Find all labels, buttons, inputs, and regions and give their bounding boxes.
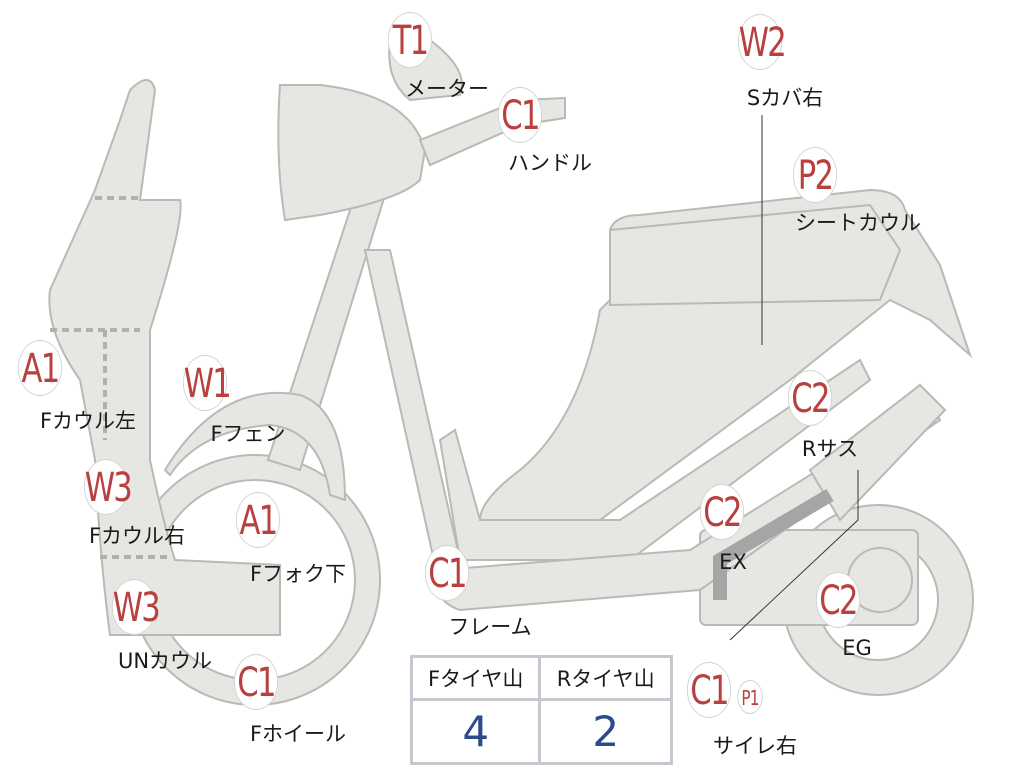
damage-badge: C1 xyxy=(424,545,470,601)
rear-tire-header: Rタイヤ山 xyxy=(538,655,673,701)
part-label: Fホイール xyxy=(249,722,347,746)
damage-badge: C2 xyxy=(815,572,861,628)
part-label: Fフェン xyxy=(210,422,286,446)
damage-badge: C1 xyxy=(497,87,543,143)
part-label: Fフォク下 xyxy=(249,562,347,586)
tire-tread-table: Fタイヤ山 Rタイヤ山 4 2 xyxy=(409,655,673,765)
damage-badge: T1 xyxy=(387,12,433,68)
damage-badge: A1 xyxy=(17,340,63,396)
exhaust xyxy=(713,488,834,600)
damage-badge: P2 xyxy=(792,147,838,203)
damage-badge: W2 xyxy=(737,14,787,70)
rear-shock xyxy=(808,383,947,522)
part-label: ハンドル xyxy=(508,151,592,175)
frame xyxy=(438,358,872,561)
rear-tire-value: 2 xyxy=(538,698,673,765)
headlight xyxy=(277,84,427,222)
front-tire-value: 4 xyxy=(409,698,542,765)
damage-badge: A1 xyxy=(235,492,281,548)
part-label: Rサス xyxy=(801,437,859,461)
part-label: フレーム xyxy=(448,615,532,639)
part-label: Sカバ右 xyxy=(746,86,824,110)
front-fender xyxy=(163,391,347,502)
part-label: Fカウル左 xyxy=(39,409,137,433)
part-label: EX xyxy=(719,550,747,574)
part-label: UNカウル xyxy=(117,649,213,673)
damage-badge: W3 xyxy=(83,459,133,515)
part-label: サイレ右 xyxy=(713,734,797,758)
damage-badge: W1 xyxy=(182,355,232,411)
part-label: メーター xyxy=(405,77,489,101)
damage-badge: C1 xyxy=(686,662,732,718)
damage-badge: C2 xyxy=(787,370,833,426)
front-tire-header: Fタイヤ山 xyxy=(409,655,542,701)
part-label: Fカウル右 xyxy=(88,524,186,548)
part-label: シートカウル xyxy=(795,211,921,235)
part-label: EG xyxy=(842,636,872,660)
damage-badge: W3 xyxy=(111,579,161,635)
damage-badge: C2 xyxy=(699,484,745,540)
damage-badge-secondary: P1 xyxy=(737,680,763,714)
damage-badge: C1 xyxy=(233,654,279,710)
